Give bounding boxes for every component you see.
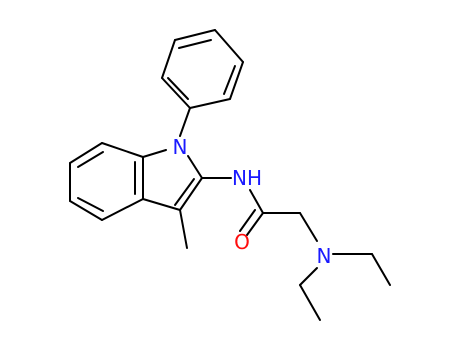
carbonyl-double-bond (239, 209, 256, 232)
bond (174, 29, 216, 41)
double-bond-inner (223, 65, 236, 95)
bond (69, 200, 103, 221)
double-bond-inner (174, 178, 195, 206)
double-bond-inner (77, 197, 104, 212)
bond (161, 77, 191, 109)
double-bond-inner (167, 77, 189, 100)
ethyl-bond (371, 253, 391, 286)
bond (142, 149, 167, 158)
bond (187, 155, 203, 179)
carbonyl-oxygen-label: O (234, 230, 250, 254)
bond (249, 189, 264, 214)
bond (179, 177, 203, 211)
bond (161, 39, 176, 79)
bond (214, 29, 244, 63)
bond (189, 98, 231, 109)
amide-nh-label: NH (232, 166, 262, 190)
bond (179, 107, 191, 137)
double-bond-inner (178, 39, 212, 49)
methyl-bond (179, 209, 188, 249)
indole-benzene-ring (69, 142, 144, 221)
indole-nitrogen-label: N (173, 135, 188, 159)
carbonyl-double-bond (246, 212, 264, 236)
bond (101, 198, 144, 221)
indole-pyrrole-ring (142, 149, 203, 211)
amine-nitrogen-label: N (317, 244, 332, 268)
phenyl-ring (161, 29, 244, 109)
bond (229, 61, 244, 100)
bond (299, 212, 318, 242)
double-bond-inner (77, 151, 104, 168)
bond (142, 198, 181, 211)
ethyl-bond (299, 267, 318, 286)
bond (69, 142, 103, 164)
bond (101, 142, 144, 158)
ethyl-bond (299, 284, 321, 321)
